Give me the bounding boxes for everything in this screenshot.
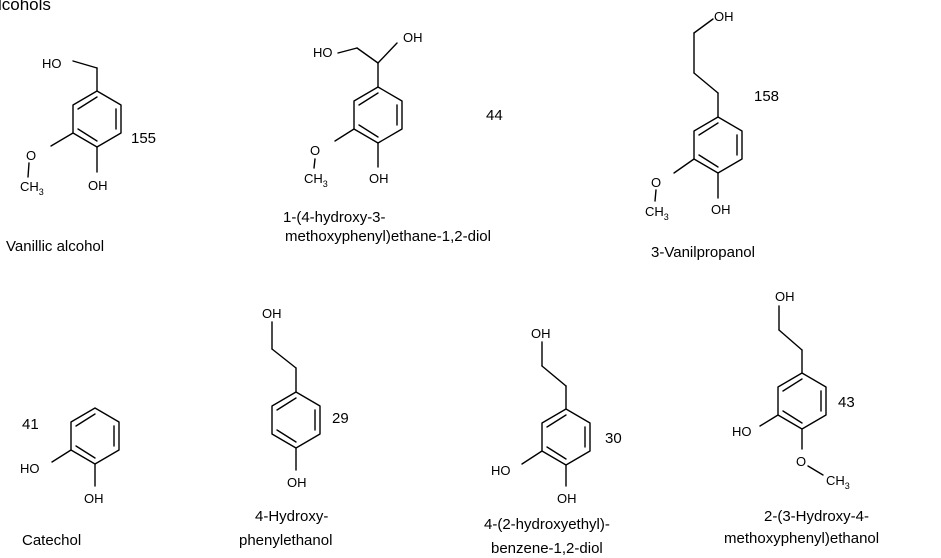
- compound-id: 41: [22, 416, 39, 433]
- benzene-ring: [271, 391, 321, 449]
- compound-id: 155: [131, 130, 156, 147]
- double-bond: [77, 96, 98, 110]
- atom-label-oh: OH: [403, 30, 423, 45]
- atom-label-ho: HO: [732, 424, 752, 439]
- compound-name-line2: methoxyphenyl)ethanol: [724, 530, 879, 547]
- double-bond: [782, 378, 803, 392]
- double-bond: [358, 124, 379, 138]
- bond: [778, 329, 803, 351]
- compound-id: 43: [838, 394, 855, 411]
- bond: [334, 128, 355, 142]
- atom-label-oh: OH: [369, 171, 389, 186]
- atom-label-o: O: [796, 454, 806, 469]
- benzene-ring: [353, 86, 403, 144]
- compound-name-line1: 4-Hydroxy-: [255, 508, 328, 525]
- compound-name: Catechol: [22, 532, 81, 549]
- atom-label-oh: OH: [775, 289, 795, 304]
- double-bond: [698, 122, 719, 136]
- atom-label-oh: OH: [88, 178, 108, 193]
- atom-label-ho: HO: [20, 461, 40, 476]
- benzene-ring: [541, 408, 591, 466]
- structure-hydroxyethyl-benzenediol: OH HO OH 30 4-(2-hydroxyethyl)- benzene-…: [484, 326, 622, 557]
- benzene-ring: [693, 116, 743, 174]
- compound-id: 30: [605, 430, 622, 447]
- structure-vanillic-alcohol: HO O CH3 OH 155 Vanillic alcohol: [6, 56, 156, 255]
- bond: [51, 449, 72, 463]
- double-bond: [276, 429, 297, 443]
- bond: [541, 365, 567, 387]
- bond: [337, 47, 358, 54]
- bond: [313, 158, 316, 169]
- bond: [50, 132, 74, 147]
- double-bond: [75, 413, 96, 427]
- compound-name-line2: methoxyphenyl)ethane-1,2-diol: [285, 228, 491, 245]
- atom-label-ch3: CH3: [645, 204, 669, 222]
- bond: [693, 18, 714, 34]
- atom-label-oh: OH: [531, 326, 551, 341]
- double-bond: [546, 446, 567, 460]
- double-bond: [782, 410, 803, 424]
- bond: [356, 47, 379, 64]
- bond: [27, 162, 30, 178]
- compound-id: 29: [332, 410, 349, 427]
- atom-label-oh: OH: [714, 9, 734, 24]
- double-bond: [546, 414, 567, 428]
- atom-label-oh: OH: [711, 202, 731, 217]
- compound-name-line2: phenylethanol: [239, 532, 332, 549]
- atom-label-ch3: CH3: [20, 179, 44, 197]
- compound-name-line1: 2-(3-Hydroxy-4-: [764, 508, 869, 525]
- benzene-ring: [70, 407, 120, 465]
- structure-vanilpropanol: OH O CH3 OH 158 3-Vanilpropanol: [645, 9, 779, 261]
- compound-name-line2: benzene-1,2-diol: [491, 540, 603, 557]
- compound-name: 3-Vanilpropanol: [651, 244, 755, 261]
- atom-label-ch3: CH3: [826, 473, 850, 491]
- bond: [72, 60, 98, 69]
- structure-hydroxyphenylethanol: OH OH 29 4-Hydroxy- phenylethanol: [239, 306, 349, 549]
- atom-label-ch3: CH3: [304, 171, 328, 189]
- atom-label-o: O: [310, 143, 320, 158]
- atom-label-ho: HO: [491, 463, 511, 478]
- benzene-ring: [72, 90, 122, 148]
- bond: [377, 42, 398, 64]
- bond: [673, 158, 695, 174]
- compound-name: Vanillic alcohol: [6, 238, 104, 255]
- bond: [521, 450, 543, 465]
- atom-label-oh: OH: [84, 491, 104, 506]
- atom-label-o: O: [651, 175, 661, 190]
- benzene-ring: [777, 372, 827, 430]
- double-bond: [77, 128, 98, 142]
- bond: [759, 414, 779, 427]
- structure-catechol: HO OH 41 Catechol: [20, 407, 120, 549]
- compound-name-line1: 4-(2-hydroxyethyl)-: [484, 516, 610, 533]
- atom-label-oh: OH: [287, 475, 307, 490]
- compound-id: 44: [486, 107, 503, 124]
- structure-hydroxy-methoxyphenylethanol: OH HO O CH3 43 2-(3-Hydroxy-4- methoxyph…: [724, 289, 879, 547]
- compound-id: 158: [754, 88, 779, 105]
- double-bond: [698, 154, 719, 168]
- structure-ethane-diol: OH HO O CH3 OH 44 1-(4-hydroxy-3- methox…: [283, 30, 503, 245]
- atom-label-oh: OH: [557, 491, 577, 506]
- bond: [807, 465, 824, 476]
- double-bond: [358, 92, 379, 106]
- bond: [693, 72, 719, 94]
- section-heading: lcohols: [0, 0, 51, 14]
- double-bond: [75, 445, 96, 459]
- bond: [654, 189, 657, 202]
- atom-label-o: O: [26, 148, 36, 163]
- atom-label-ho: HO: [313, 45, 333, 60]
- double-bond: [276, 397, 297, 411]
- atom-label-oh: OH: [262, 306, 282, 321]
- atom-label-ho: HO: [42, 56, 62, 71]
- bond: [271, 348, 297, 369]
- compound-name-line1: 1-(4-hydroxy-3-: [283, 209, 386, 226]
